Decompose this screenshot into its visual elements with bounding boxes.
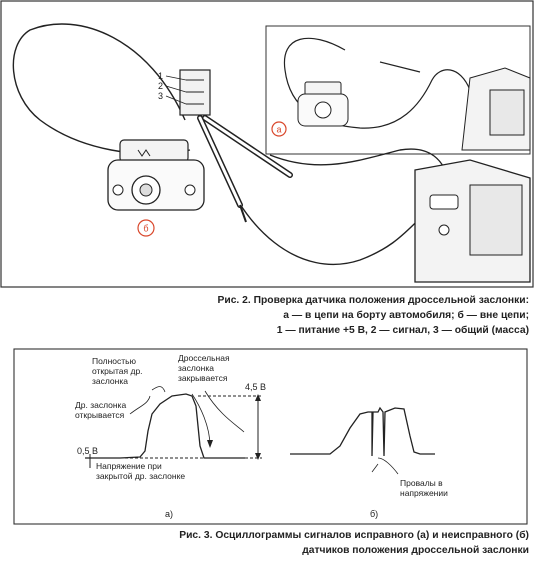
label-closed-voltage: Напряжение при bbox=[96, 461, 162, 471]
multimeter-icon bbox=[414, 159, 531, 283]
pin-1-label: 1 bbox=[158, 71, 163, 81]
throttle-sensor-icon bbox=[107, 139, 205, 211]
label-opens: Др. заслонка bbox=[75, 400, 126, 410]
probe-icon bbox=[197, 115, 247, 223]
pin-3-label: 3 bbox=[158, 91, 163, 101]
connector-block: 1 2 3 bbox=[158, 69, 211, 116]
label-fully-open: открытая др. bbox=[92, 366, 143, 376]
label-closes: Дроссельная bbox=[178, 353, 230, 363]
signal-trace-b bbox=[290, 406, 435, 457]
label-fully-open: Полностью bbox=[92, 356, 137, 366]
figure-2-caption: Рис. 2. Проверка датчика положения дросс… bbox=[218, 293, 530, 338]
caption-line: датчиков положения дроссельной заслонки bbox=[302, 545, 529, 556]
caption-line: 1 — питание +5 В, 2 — сигнал, 3 — общий … bbox=[276, 325, 529, 336]
figure-3-oscillograms: Полностью открытая др. заслонка Дроссель… bbox=[13, 348, 528, 525]
caption-line: а — в цепи на борту автомобиля; б — вне … bbox=[283, 310, 529, 321]
label-closes: закрывается bbox=[178, 373, 228, 383]
svg-text:б: б bbox=[143, 224, 148, 234]
figure-2-illustration: б 1 2 3 bbox=[0, 0, 534, 288]
inset-b-marker: б bbox=[137, 219, 155, 237]
panel-a-label: а) bbox=[165, 509, 173, 519]
pin-2-label: 2 bbox=[158, 81, 163, 91]
svg-text:а: а bbox=[276, 125, 281, 135]
label-closes: заслонка bbox=[178, 363, 214, 373]
figure-3-caption: Рис. 3. Осциллограммы сигналов исправног… bbox=[179, 528, 529, 558]
label-dips: Провалы в bbox=[400, 478, 443, 488]
inset-a-cables bbox=[283, 37, 471, 129]
inset-a-marker: а bbox=[271, 121, 287, 137]
signal-trace-a bbox=[85, 393, 245, 459]
label-05v: 0,5 В bbox=[77, 446, 98, 456]
caption-line: Рис. 3. Осциллограммы сигналов исправног… bbox=[179, 530, 529, 541]
label-dips: напряжении bbox=[400, 488, 448, 498]
figure-3-frame bbox=[13, 348, 528, 525]
figure-2-frame bbox=[0, 0, 534, 288]
arrow-up-icon bbox=[255, 394, 261, 401]
label-45v: 4,5 В bbox=[245, 382, 266, 392]
probe-icon-2 bbox=[202, 115, 293, 178]
inset-a-multimeter bbox=[461, 67, 531, 151]
caption-line: Рис. 2. Проверка датчика положения дросс… bbox=[217, 295, 530, 306]
label-opens: открывается bbox=[75, 410, 125, 420]
label-fully-open: заслонка bbox=[92, 376, 128, 386]
panel-b-label: б) bbox=[370, 509, 378, 519]
arrow-down-icon bbox=[255, 453, 261, 460]
label-closed-voltage: закрытой др. заслонке bbox=[96, 471, 185, 481]
inset-a-sensor bbox=[297, 81, 349, 127]
